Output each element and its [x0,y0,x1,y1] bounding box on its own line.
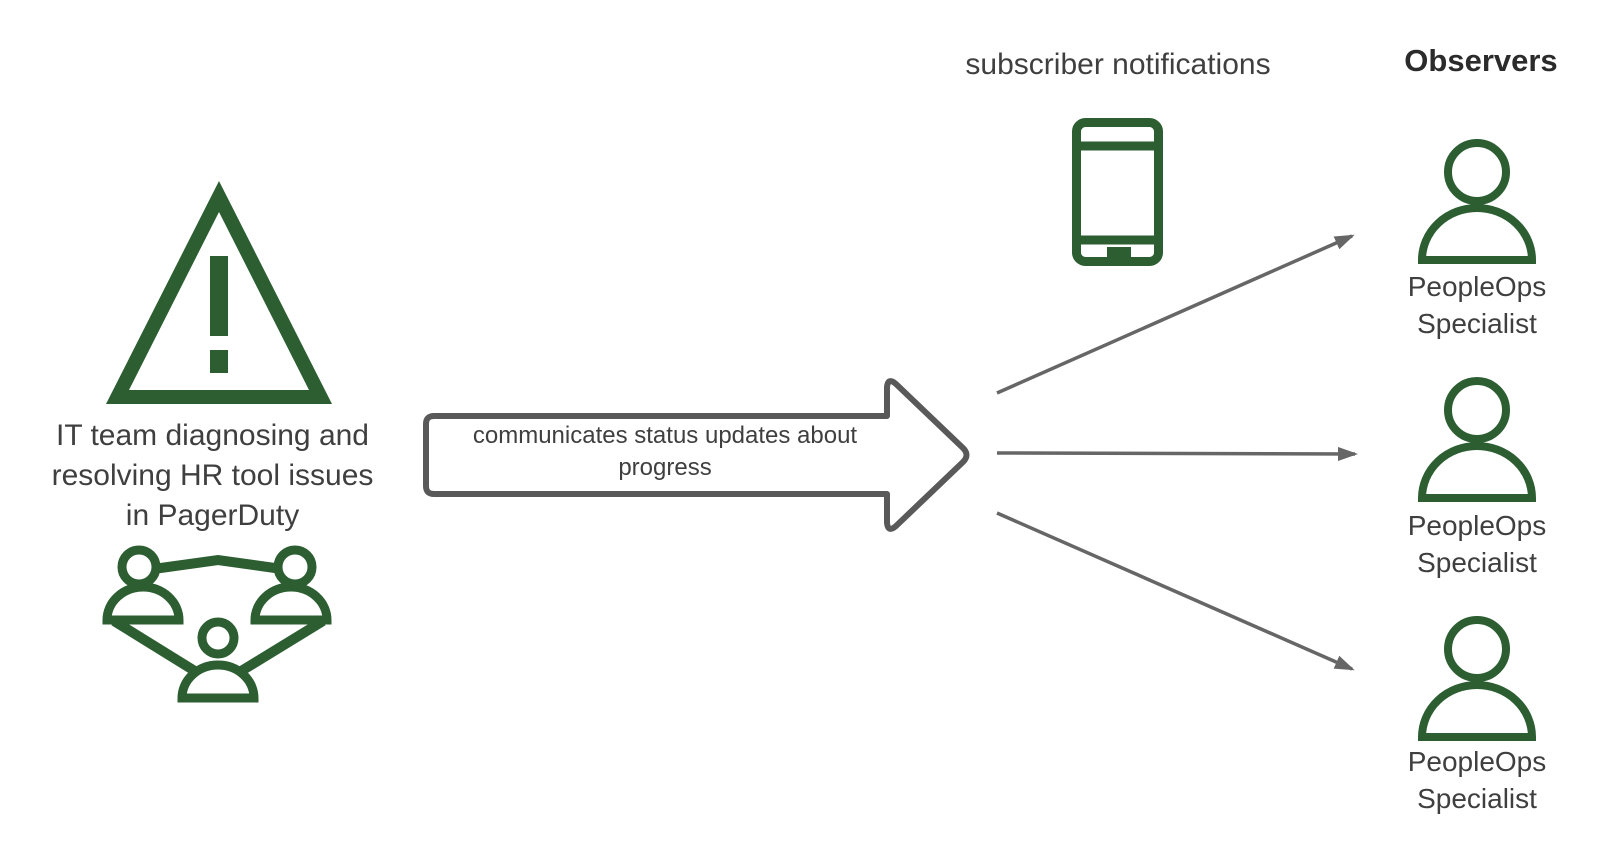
source-label-line: IT team diagnosing and [56,419,369,452]
observers-heading: Observers [1404,43,1558,78]
mobile-phone-icon [1072,118,1163,266]
observer-role-line: PeopleOps [1407,746,1547,777]
person-icon [1417,616,1537,741]
flow-arrow-label-line: progress [618,454,712,481]
warning-triangle-icon [106,181,332,404]
observer-role-label: PeopleOps Specialist [1377,743,1577,817]
flow-arrow-shape [423,378,970,532]
person-icon [1417,377,1537,502]
subscriber-arrow-top [996,234,1355,395]
observer-role-line: Specialist [1417,783,1537,814]
team-network-icon [102,545,332,703]
subscriber-arrow-bottom [996,511,1355,671]
observer-role-line: PeopleOps [1407,510,1547,541]
subscriber-arrow-middle [996,446,1358,461]
source-label-line: in PagerDuty [125,499,300,532]
source-label-line: resolving HR tool issues [51,459,374,492]
flow-arrow-label: communicates status updates about progre… [440,420,890,484]
subscriber-notifications-label: subscriber notifications [965,48,1271,81]
observer-role-line: PeopleOps [1407,271,1547,302]
flow-arrow-label-line: communicates status updates about [472,422,858,449]
observer-role-line: Specialist [1417,308,1537,339]
observer-role-label: PeopleOps Specialist [1377,507,1577,581]
person-icon [1417,139,1537,264]
source-label: IT team diagnosing and resolving HR tool… [15,416,410,536]
observer-role-line: Specialist [1417,547,1537,578]
observer-role-label: PeopleOps Specialist [1377,268,1577,342]
